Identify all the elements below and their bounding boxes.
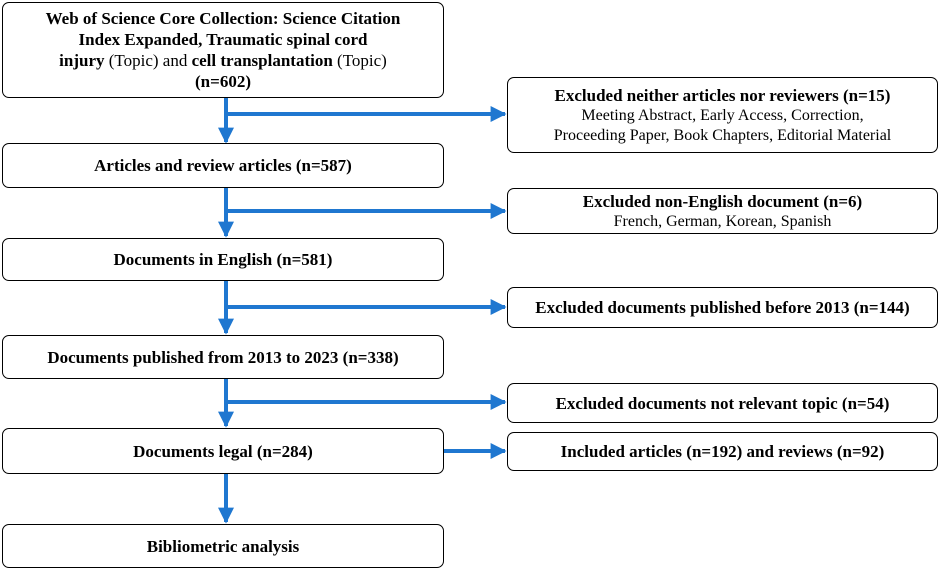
excluded-types-box: Excluded neither articles nor reviewers … [507, 77, 938, 153]
excluded-types-title: Excluded neither articles nor reviewers … [554, 85, 891, 105]
excluded-language-title: Excluded non-English document (n=6) [582, 191, 863, 211]
english-label: Documents in English (n=581) [113, 250, 333, 269]
included-box: Included articles (n=192) and reviews (n… [507, 432, 938, 471]
excluded-language-box: Excluded non-English document (n=6) Fren… [507, 188, 938, 234]
excluded-types-line-1: Meeting Abstract, Early Access, Correcti… [581, 106, 864, 124]
excluded-before-box: Excluded documents published before 2013… [507, 287, 938, 328]
articles-reviews-box: Articles and review articles (n=587) [2, 143, 444, 188]
excluded-types-line-2: Proceeding Paper, Book Chapters, Editori… [553, 126, 892, 144]
source-count: (n=602) [195, 72, 251, 91]
legal-label: Documents legal (n=284) [133, 441, 313, 461]
bibliometric-label: Bibliometric analysis [146, 536, 300, 556]
excluded-before-label: Excluded documents published before 2013… [535, 298, 910, 317]
included-label: Included articles (n=192) and reviews (n… [560, 442, 885, 461]
source-tag-2: (Topic) [332, 51, 387, 70]
english-box: Documents in English (n=581) [2, 238, 444, 281]
source-tag-1: (Topic) and [104, 51, 192, 70]
excluded-topic-box: Excluded documents not relevant topic (n… [507, 383, 938, 423]
excluded-topic-label: Excluded documents not relevant topic (n… [555, 393, 890, 413]
bibliometric-box: Bibliometric analysis [2, 524, 444, 568]
articles-reviews-label: Articles and review articles (n=587) [94, 156, 352, 175]
source-line-2: Index Expanded, Traumatic spinal cord [78, 30, 368, 49]
source-line-3: injury (Topic) and cell transplantation … [59, 50, 387, 71]
source-line-1: Web of Science Core Collection: Science … [45, 9, 401, 28]
excluded-language-line-1: French, German, Korean, Spanish [613, 212, 832, 230]
source-term-2: cell transplantation [191, 51, 333, 70]
published-label: Documents published from 2013 to 2023 (n… [47, 347, 399, 367]
published-box: Documents published from 2013 to 2023 (n… [2, 335, 444, 379]
legal-box: Documents legal (n=284) [2, 428, 444, 474]
source-box: Web of Science Core Collection: Science … [2, 2, 444, 98]
source-term-1: injury [59, 51, 105, 70]
